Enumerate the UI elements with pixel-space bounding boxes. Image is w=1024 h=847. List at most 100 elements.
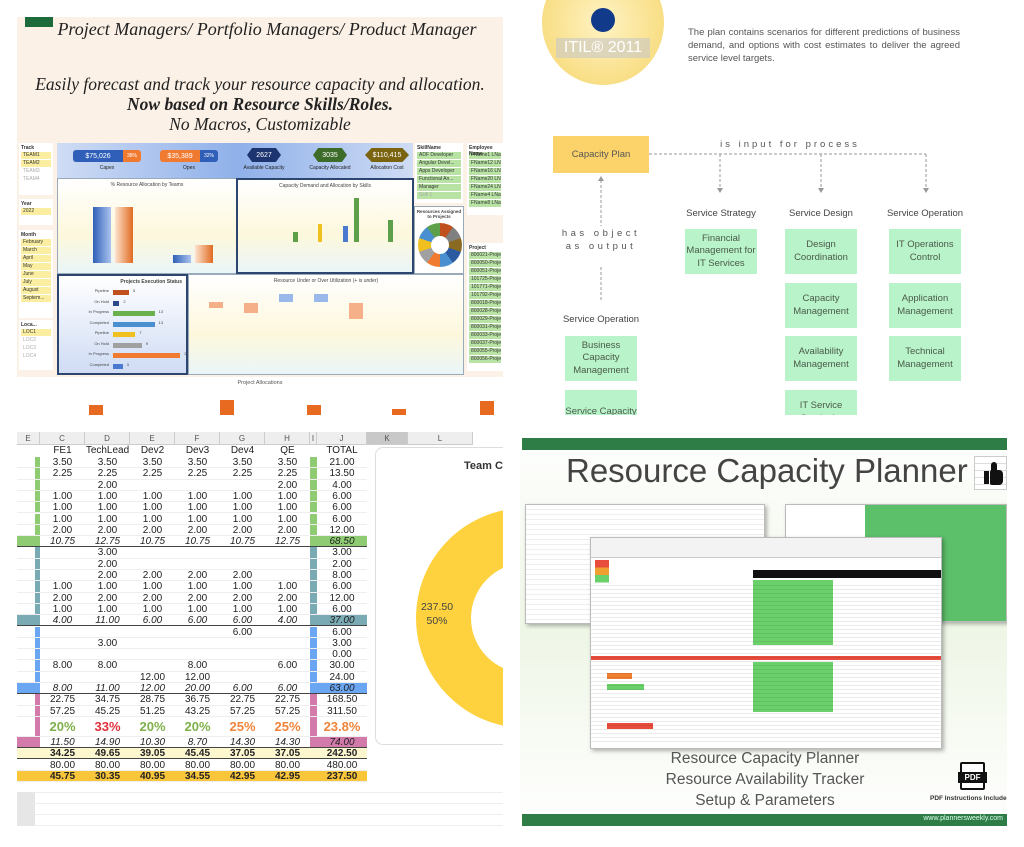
slicer-item[interactable]: TEAM3 [21,168,51,175]
slicer-item[interactable]: Skill 1 [417,192,461,199]
column-letter[interactable]: C [40,432,85,445]
slicer-item[interactable]: LOC3 [21,345,51,352]
slicer-item[interactable]: 800028-Project De... [469,308,501,315]
status-label: In Progress [88,351,109,356]
status-bar [113,321,155,327]
column-letter[interactable]: J [317,432,367,445]
slicer-item[interactable]: Apps Developer [417,168,461,175]
table-cell: 10.75 [229,536,256,548]
slicer-item[interactable]: 800018-Project De... [469,300,501,307]
bar [173,255,191,263]
slicer-item[interactable]: August [21,287,51,294]
slicer-item[interactable]: 800029-Project De... [469,316,501,323]
table-cell: 2.00 [277,479,298,491]
table-cell: 40.95 [139,770,166,782]
table-cell: 8.70 [187,736,208,748]
column-letter[interactable]: K [367,432,408,445]
capex-pct: 38% [123,150,141,162]
slicer-item[interactable]: June [21,271,51,278]
screenshot-planner [590,537,942,749]
table-cell [40,627,85,638]
column-letter[interactable]: E [130,432,175,445]
slicer-item[interactable]: 800050-Project De... [469,260,501,267]
table-cell: 168.50 [326,694,358,706]
table-cell: 45.25 [94,705,121,717]
slicer-item[interactable]: FName12 LName12 [469,160,501,167]
slicer-item[interactable]: April [21,255,51,262]
slicer-item[interactable]: LOC2 [21,337,51,344]
slicer-item[interactable]: May [21,263,51,270]
slicer-item[interactable]: 800031-Project De... [469,324,501,331]
group-bar [35,558,40,569]
slicer-item[interactable]: FName1 LName1 [469,152,501,159]
column-letter[interactable]: E [17,432,40,445]
employee-slicer[interactable]: Employee Name FName1 LName1FName12 LName… [467,143,503,215]
slicer-item[interactable]: FName4 LName4 [469,192,501,199]
table-cell: 2.00 [52,524,73,536]
table-cell: 80.00 [94,759,121,771]
slicer-item[interactable]: 2022 [21,208,51,215]
table-cell [175,638,220,649]
column-letter[interactable]: G [220,432,265,445]
slicer-item[interactable]: 800021-Project De... [469,252,501,259]
slicer-item[interactable]: 800051-Project De... [469,268,501,275]
slicer-item[interactable]: TEAM1 [21,152,51,159]
group-bar [35,660,40,671]
slicer-item[interactable]: FName20 LName20 [469,176,501,183]
slicer-item[interactable]: FName16 LName16 [469,168,501,175]
slicer-item[interactable]: July [21,279,51,286]
slicer-item[interactable]: 800037-Project De... [469,340,501,347]
column-letter[interactable]: L [408,432,473,445]
column-letter[interactable]: D [85,432,130,445]
slicer-item[interactable]: TEAM2 [21,160,51,167]
table-cell: 3.50 [142,457,163,468]
slicer-item[interactable]: LOC4 [21,353,51,360]
table-cell [130,627,175,638]
project-slicer[interactable]: Project 800021-Project De...800050-Proje… [467,243,503,371]
slicer-item[interactable]: Angular Devel... [417,160,461,167]
table-cell [40,638,85,649]
table-cell [175,480,220,491]
column-letter[interactable]: I [310,432,317,445]
slicer-item[interactable]: March [21,247,51,254]
slicer-item[interactable]: ADF Developer [417,152,461,159]
group-bar [35,705,40,716]
slicer-item[interactable]: February [21,239,51,246]
table-cell: 25% [229,718,256,734]
slicer-item[interactable]: 101771-Project De... [469,284,501,291]
slicer-item[interactable]: 101792-Project De... [469,292,501,299]
table-cell [265,559,310,570]
process-box: Technical Management [889,336,961,381]
slicer-item[interactable]: FName24 LName24 [469,184,501,191]
table-cell: 2.00 [187,592,208,604]
table-cell: 2.00 [97,570,118,581]
slicer-item[interactable]: Functional An... [417,176,461,183]
column-letter[interactable]: F [175,432,220,445]
table-cell: 2.00 [97,592,118,604]
slicer-item[interactable]: 101725-Project De... [469,276,501,283]
table-cell: 2.00 [142,524,163,536]
group-bar [35,581,40,592]
table-cell: 63.00 [329,683,355,694]
table-cell: 12.00 [184,671,211,683]
group-bar [310,547,317,558]
slicer-item[interactable]: Septem... [21,295,51,302]
slicer-item[interactable]: 800055-Project De... [469,348,501,355]
slicer-item[interactable]: FName8 LName8 [469,200,501,207]
slicer-item[interactable]: LOC1 [21,329,51,336]
year-slicer[interactable]: Year 2022 [19,199,53,225]
slicer-item[interactable]: 800056-Project De... [469,356,501,363]
bar [89,405,103,415]
slicer-item[interactable]: Manager [417,184,461,191]
slicer-item[interactable]: 800033-Project De... [469,332,501,339]
table-cell: 6.00 [232,626,253,638]
column-letter[interactable]: H [265,432,310,445]
slicer-item[interactable]: TEAM4 [21,176,51,183]
